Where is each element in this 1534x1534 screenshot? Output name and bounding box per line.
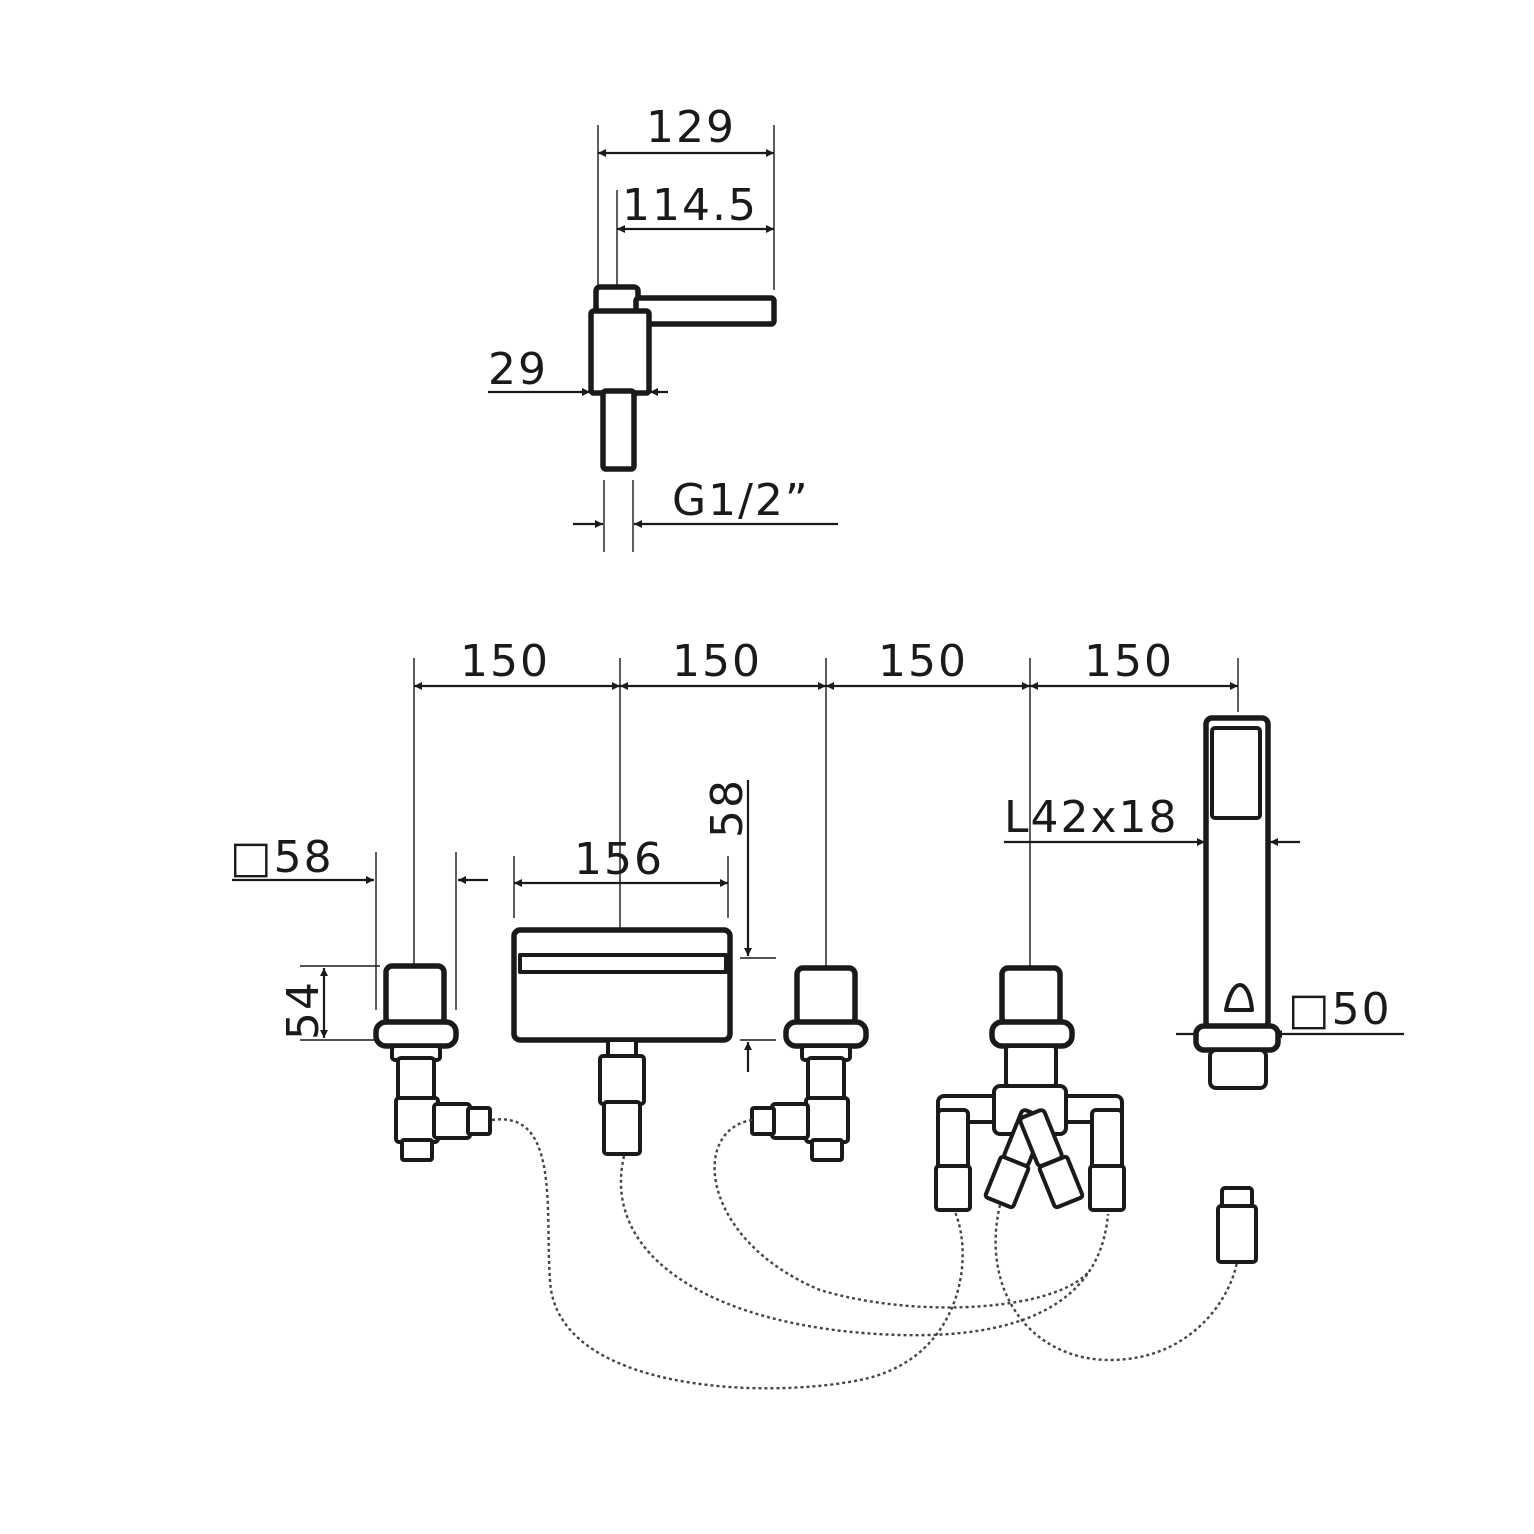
dim-thread: G1/2” — [672, 475, 810, 526]
dim-spacing-1: 150 — [460, 636, 550, 687]
dim-valve-square: □58 — [230, 832, 334, 883]
hoses — [491, 1118, 1239, 1390]
valve-right — [750, 965, 869, 1162]
dim-spout-width: 156 — [574, 834, 664, 885]
dim-spout-height: 58 — [702, 778, 753, 838]
dim-handshower-base: □50 — [1288, 984, 1392, 1035]
dim-spacing-4: 150 — [1084, 636, 1174, 687]
side-view-handle: 129 114.5 29 G1/2” — [488, 102, 838, 552]
valve-left — [373, 963, 492, 1162]
dim-handshower-profile: L42x18 — [1004, 792, 1179, 843]
dim-spacing-2: 150 — [672, 636, 762, 687]
dim-overall-width: 129 — [646, 102, 736, 153]
dim-lever-length: 114.5 — [622, 180, 758, 231]
hand-shower — [1193, 715, 1281, 1264]
dim-spacing-3: 150 — [878, 636, 968, 687]
dim-valve-height: 54 — [278, 980, 329, 1040]
diverter — [934, 965, 1126, 1212]
spout — [511, 927, 733, 1156]
front-view-assembly: 150 150 150 150 □58 54 156 58 L42x18 — [230, 636, 1404, 1390]
dim-body-width: 29 — [488, 344, 548, 395]
